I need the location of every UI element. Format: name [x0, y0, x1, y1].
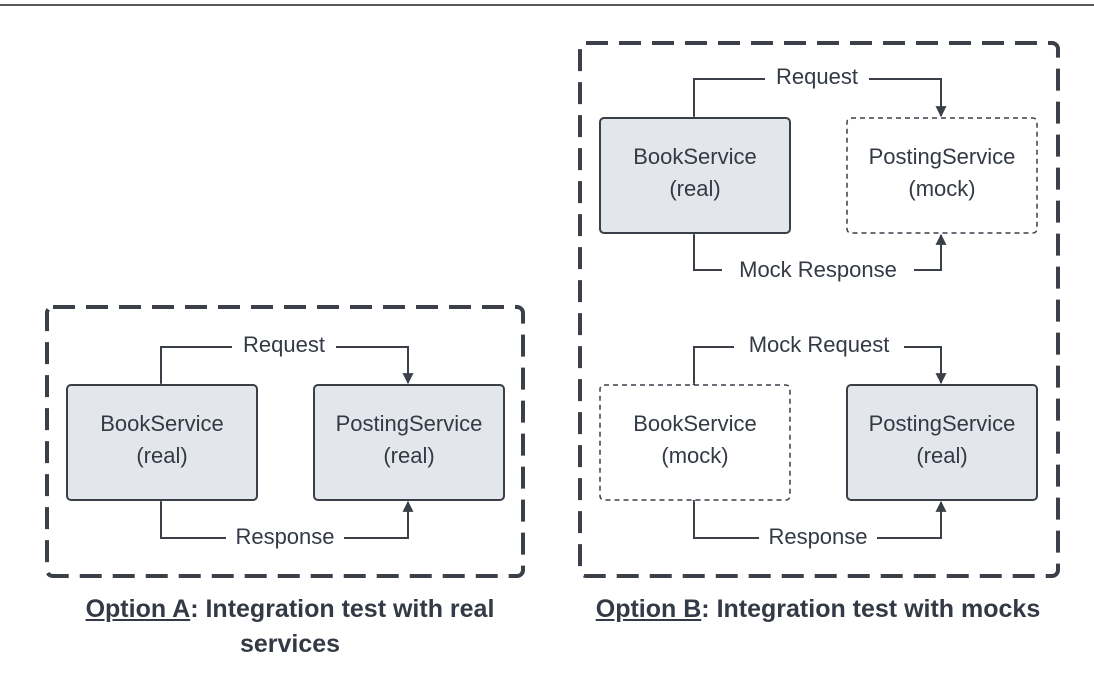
option-a-response-label-bg — [226, 521, 344, 551]
option-a-request-label: Request — [243, 332, 325, 357]
option-b-bottom-posting-service-kind: (real) — [916, 443, 967, 468]
option-b-bottom-posting-service-box: PostingService (real) — [846, 384, 1038, 501]
option-b-top-posting-service-kind: (mock) — [908, 176, 975, 201]
option-b-top-request-label: Request — [776, 64, 858, 89]
option-b-top-book-service-box: BookService (real) — [599, 117, 791, 234]
option-b-bottom-response-label-bg — [759, 521, 877, 551]
option-b-container — [578, 41, 1060, 578]
option-a-posting-service-name: PostingService — [336, 411, 483, 436]
option-b-bottom-book-service-box: BookService (mock) — [599, 384, 791, 501]
option-b-top-book-service-name: BookService — [633, 144, 757, 169]
option-a-book-service-box: BookService (real) — [66, 384, 258, 501]
option-b-caption: Option B: Integration test with mocks — [568, 592, 1068, 627]
option-a-request-label-bg — [232, 330, 336, 360]
option-b-bottom-request-label-bg — [734, 330, 904, 360]
option-b-top-book-service-kind: (real) — [669, 176, 720, 201]
option-b-top-posting-service-box: PostingService (mock) — [846, 117, 1038, 234]
option-b-bottom-book-service-name: BookService — [633, 411, 757, 436]
option-b-caption-text: : Integration test with mocks — [701, 595, 1041, 623]
option-a-response-label: Response — [235, 524, 334, 549]
option-b-top-response-label: Mock Response — [739, 257, 897, 282]
option-a-caption-prefix: Option A — [85, 595, 191, 623]
option-b-bottom-response-label: Response — [768, 524, 867, 549]
option-b-bottom-posting-service-name: PostingService — [869, 411, 1016, 436]
option-b-bottom-book-service-kind: (mock) — [661, 443, 728, 468]
option-b-caption-prefix: Option B — [595, 595, 702, 623]
option-b-top-posting-service-name: PostingService — [869, 144, 1016, 169]
option-a-book-service-name: BookService — [100, 411, 224, 436]
option-a-caption: Option A: Integration test with real ser… — [40, 592, 540, 662]
option-a-caption-text: : Integration test with real services — [190, 595, 495, 658]
option-b-top-request-label-bg — [765, 62, 869, 92]
option-b-top-response-label-bg — [722, 254, 914, 284]
option-a-book-service-kind: (real) — [136, 443, 187, 468]
option-a-container — [45, 305, 525, 578]
option-a-posting-service-box: PostingService (real) — [313, 384, 505, 501]
option-a-posting-service-kind: (real) — [383, 443, 434, 468]
option-b-bottom-request-label: Mock Request — [749, 332, 890, 357]
